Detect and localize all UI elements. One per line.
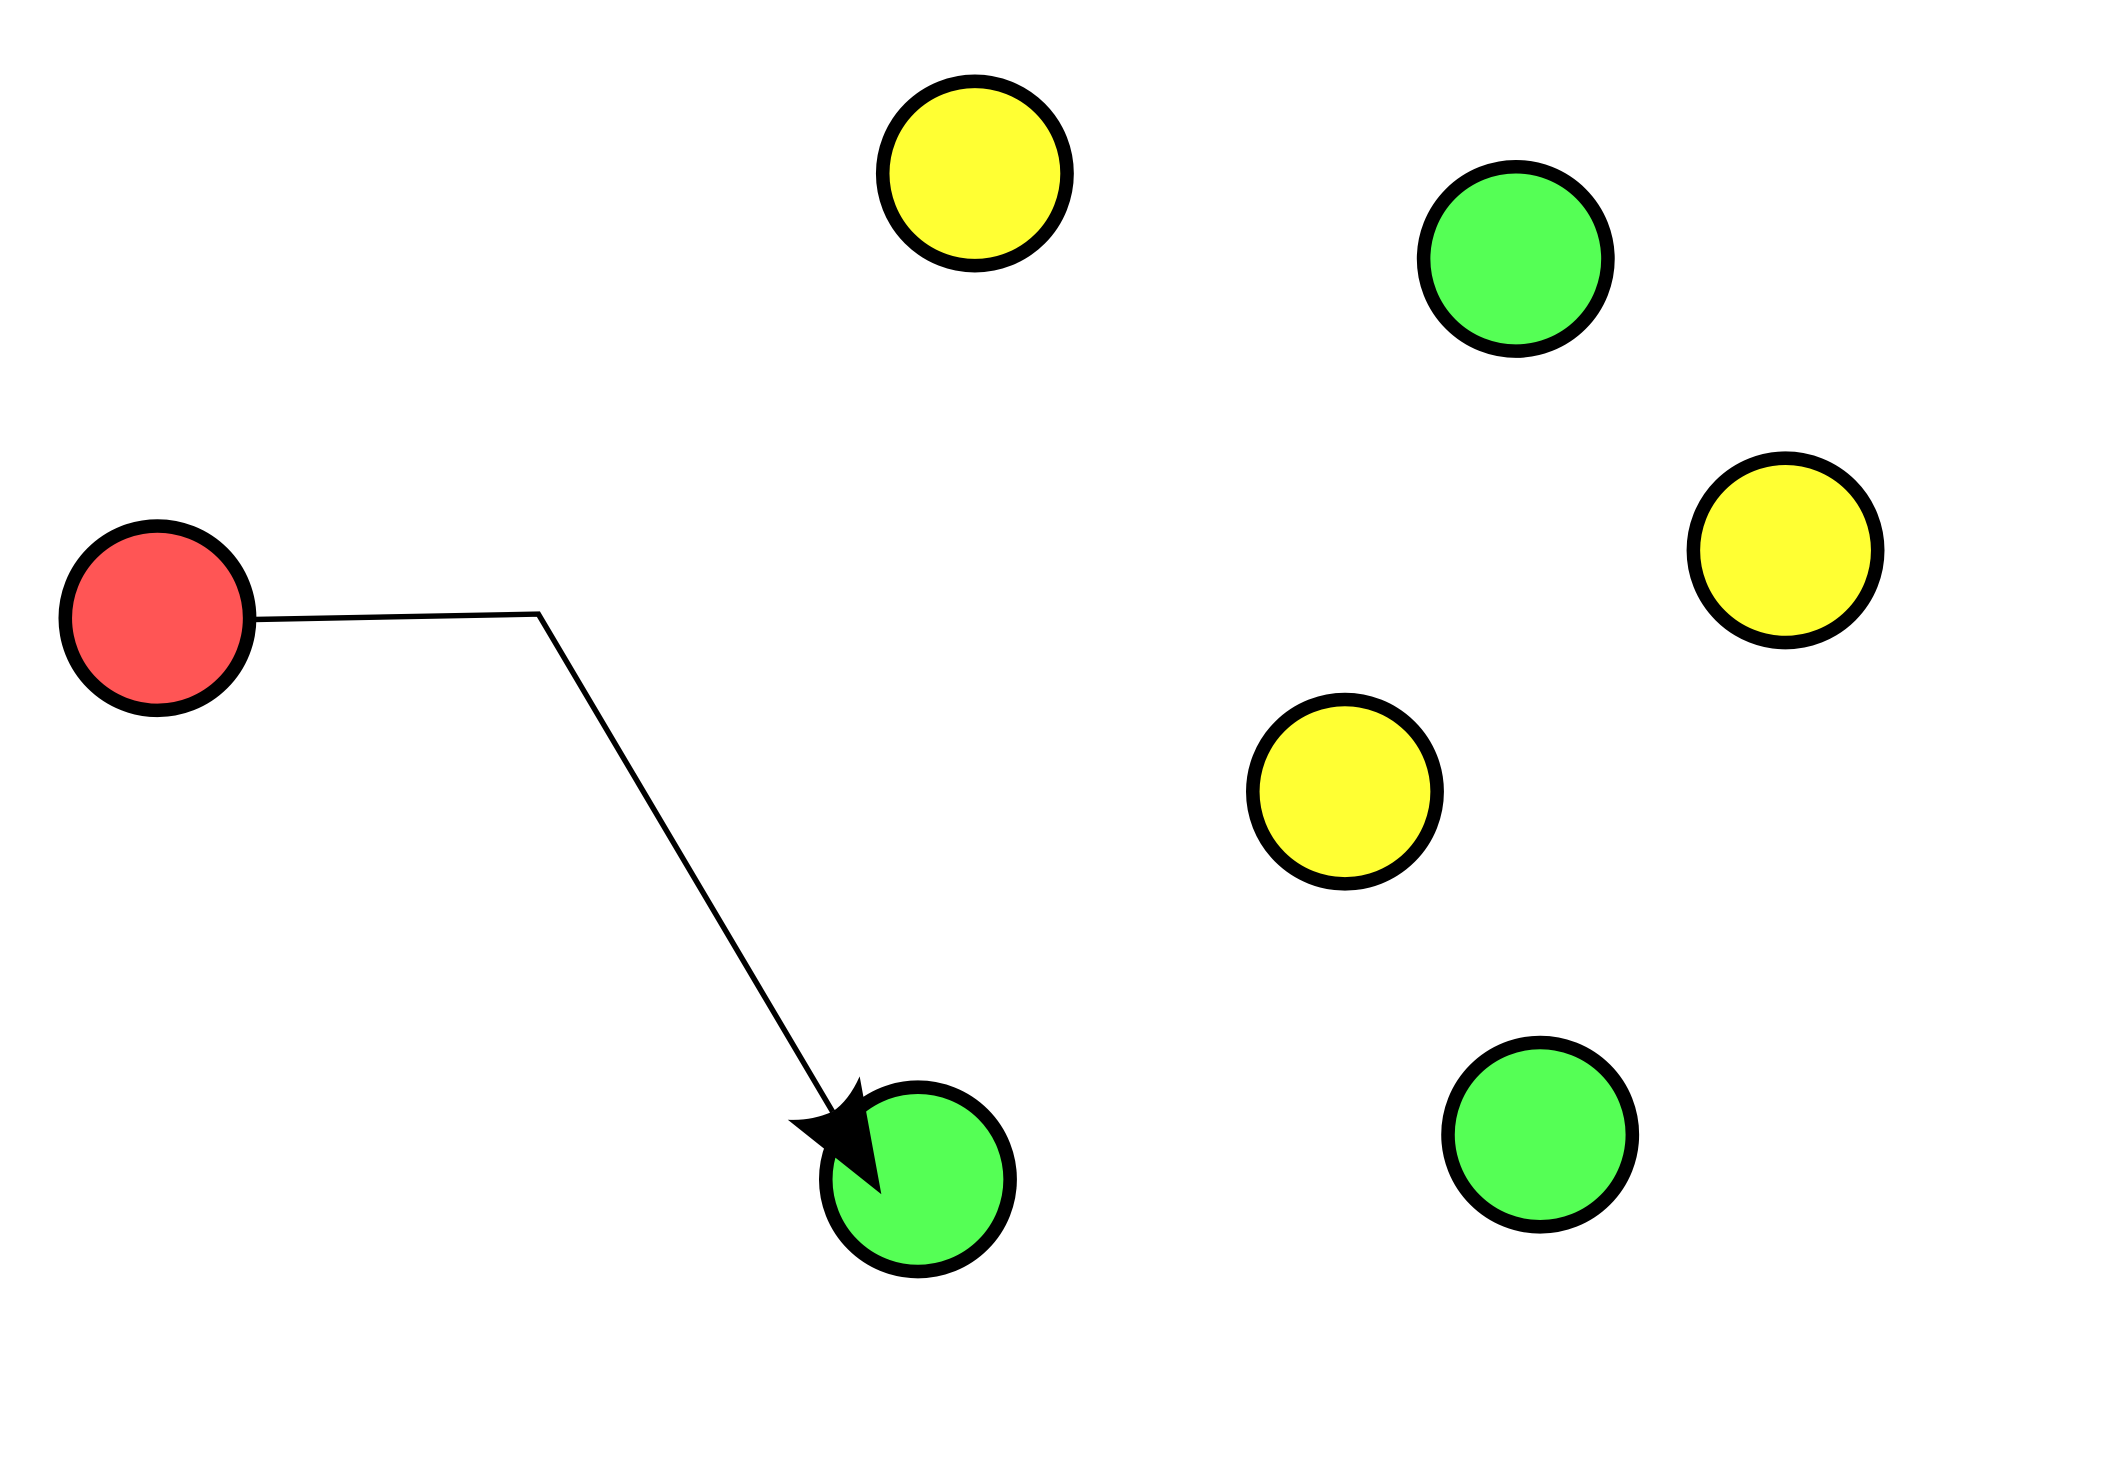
node-yellow-center[interactable]	[1246, 692, 1444, 891]
node-yellow-top[interactable]	[875, 74, 1074, 273]
node-green-bottom-right[interactable]	[1441, 1035, 1640, 1234]
node-green-bottom[interactable]	[818, 1080, 1017, 1279]
connector-edge[interactable]	[252, 611, 835, 1113]
node-red[interactable]	[58, 519, 257, 718]
node-yellow-right[interactable]	[1686, 451, 1885, 650]
node-green-top-right[interactable]	[1416, 159, 1615, 358]
arrowhead-icon	[787, 1076, 882, 1195]
